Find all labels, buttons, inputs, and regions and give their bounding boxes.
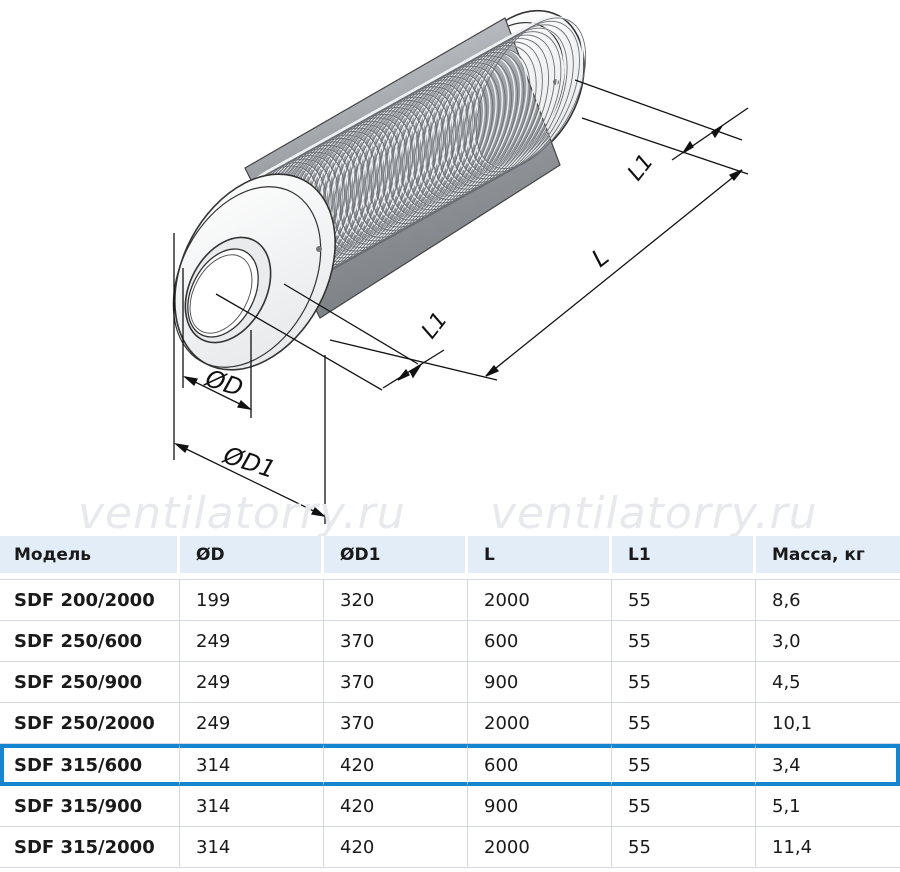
- l-cell: 900: [468, 786, 612, 827]
- body-rib: [401, 58, 512, 211]
- model-cell: SDF 315/2000: [0, 827, 180, 868]
- body-rib: [321, 103, 432, 255]
- d1-cell: 370: [324, 621, 468, 662]
- body-rib: [451, 31, 562, 183]
- body-rib: [407, 55, 519, 207]
- body-rib: [358, 82, 469, 235]
- l1-cell: 55: [612, 662, 756, 703]
- body-rib: [444, 34, 556, 187]
- d-cell: 314: [180, 744, 324, 786]
- body-rib: [327, 100, 438, 252]
- body-rib: [395, 62, 506, 214]
- dim-label-l: L: [586, 242, 614, 272]
- d-cell: 314: [180, 786, 324, 827]
- l1-cell: 55: [612, 786, 756, 827]
- header-model: Модель: [0, 536, 180, 573]
- body-rib: [364, 79, 475, 231]
- model-cell: SDF 315/900: [0, 786, 180, 827]
- dim-label-l1-back: L1: [623, 150, 659, 186]
- table-header-row: Модель ØD ØD1 L L1 Масса, кг: [0, 536, 900, 573]
- body-rib: [438, 38, 550, 190]
- model-cell: SDF 315/600: [0, 744, 180, 786]
- body-rib: [339, 93, 451, 245]
- model-cell: SDF 250/600: [0, 621, 180, 662]
- body-rib: [333, 96, 444, 249]
- body-rib: [426, 44, 537, 197]
- body-rib: [432, 41, 543, 194]
- model-cell: SDF 250/900: [0, 662, 180, 703]
- body-rib: [383, 69, 494, 221]
- mass-cell: 8,6: [756, 579, 900, 621]
- model-cell: SDF 250/2000: [0, 703, 180, 744]
- spigot: [184, 236, 272, 344]
- d-cell: 314: [180, 827, 324, 868]
- mass-cell: 5,1: [756, 786, 900, 827]
- watermark: ventilatorry.ru: [78, 488, 406, 539]
- l-cell: 2000: [468, 703, 612, 744]
- spec-table: Модель ØD ØD1 L L1 Масса, кг SDF 200/200…: [0, 536, 900, 868]
- l-cell: 600: [468, 744, 612, 786]
- l-cell: 2000: [468, 827, 612, 868]
- model-cell: SDF 200/2000: [0, 579, 180, 621]
- body-rib: [463, 24, 574, 176]
- body-rib: [345, 89, 457, 242]
- header-l: L: [468, 536, 612, 573]
- body-rib: [457, 27, 568, 180]
- body-rib: [413, 51, 525, 204]
- header-d: ØD: [180, 536, 324, 573]
- mass-cell: 11,4: [756, 827, 900, 868]
- mass-cell: 4,5: [756, 662, 900, 703]
- body-rib: [469, 20, 580, 173]
- l-cell: 2000: [468, 579, 612, 621]
- body-rib: [352, 86, 463, 238]
- body-rib: [420, 48, 531, 200]
- d-cell: 199: [180, 579, 324, 621]
- header-mass: Масса, кг: [756, 536, 900, 573]
- d1-cell: 420: [324, 827, 468, 868]
- mass-cell: 3,4: [756, 744, 900, 786]
- mass-cell: 10,1: [756, 703, 900, 744]
- header-d1: ØD1: [324, 536, 468, 573]
- l1-cell: 55: [612, 827, 756, 868]
- d1-cell: 320: [324, 579, 468, 621]
- header-l1: L1: [612, 536, 756, 573]
- l1-cell: 55: [612, 744, 756, 786]
- d1-cell: 370: [324, 662, 468, 703]
- d1-cell: 420: [324, 786, 468, 827]
- dimension-lines: [173, 79, 749, 524]
- body-rib: [376, 72, 488, 225]
- watermark: ventilatorry.ru: [490, 488, 818, 539]
- body-rib: [370, 75, 481, 228]
- d1-cell: 370: [324, 703, 468, 744]
- d-cell: 249: [180, 621, 324, 662]
- d-cell: 249: [180, 662, 324, 703]
- l1-cell: 55: [612, 621, 756, 662]
- dim-label-d1: ØD1: [219, 441, 279, 484]
- d1-cell: 420: [324, 744, 468, 786]
- l1-cell: 55: [612, 703, 756, 744]
- body-rib: [475, 17, 587, 169]
- mass-cell: 3,0: [756, 621, 900, 662]
- silencer-drawing: ØD ØD1 L1 L L1: [172, 9, 749, 524]
- l-cell: 900: [468, 662, 612, 703]
- d-cell: 249: [180, 703, 324, 744]
- dim-label-l1-front: L1: [417, 308, 453, 344]
- l1-cell: 55: [612, 579, 756, 621]
- body-rib: [389, 65, 500, 218]
- l-cell: 600: [468, 621, 612, 662]
